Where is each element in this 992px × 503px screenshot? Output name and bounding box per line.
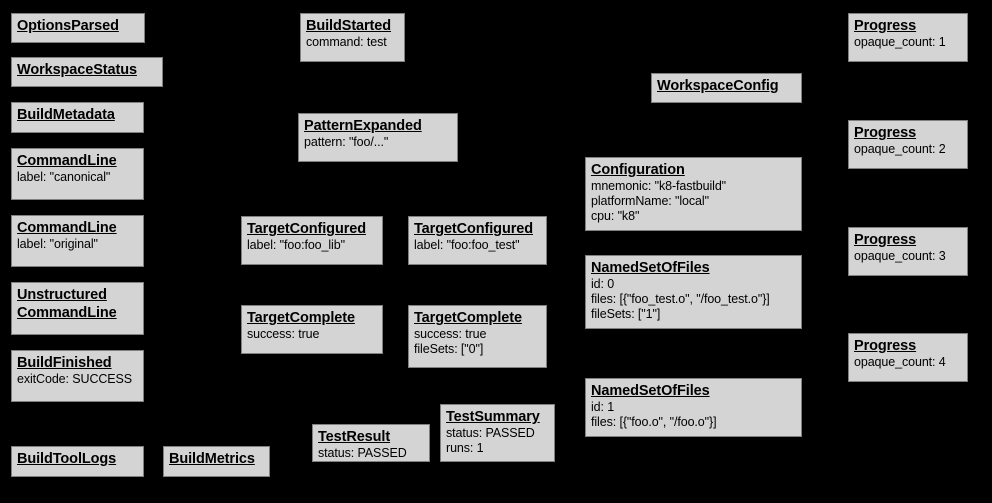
event-node-title: BuildToolLogs xyxy=(17,451,117,467)
event-node-workspace-config[interactable]: WorkspaceConfig xyxy=(651,73,802,103)
event-node-options-parsed[interactable]: OptionsParsed xyxy=(11,13,145,43)
event-node-title: Configuration xyxy=(591,162,685,178)
event-node-build-metadata[interactable]: BuildMetadata xyxy=(11,102,144,133)
event-node-workspace-status[interactable]: WorkspaceStatus xyxy=(11,57,163,87)
event-node-title: NamedSetOfFiles xyxy=(591,260,710,276)
event-node-title: TargetComplete xyxy=(247,310,355,326)
event-node-title: CommandLine xyxy=(17,153,117,169)
event-node-title: TargetConfigured xyxy=(414,221,533,237)
event-node-title: Unstructured CommandLine xyxy=(17,287,117,321)
event-node-title: WorkspaceStatus xyxy=(17,62,137,78)
event-node-title: Progress xyxy=(854,338,917,354)
event-node-title: BuildFinished xyxy=(17,355,112,371)
event-node-title: WorkspaceConfig xyxy=(657,78,779,94)
event-node-fields: success: true xyxy=(247,327,320,341)
event-node-title: Progress xyxy=(854,232,917,248)
event-node-title: TargetConfigured xyxy=(247,221,366,237)
event-node-title: TestResult xyxy=(318,429,391,445)
event-node-fields: opaque_count: 4 xyxy=(854,355,946,369)
event-node-build-metrics[interactable]: BuildMetrics xyxy=(163,446,270,477)
event-node-title: TargetComplete xyxy=(414,310,522,326)
event-node-title: CommandLine xyxy=(17,220,117,236)
event-node-build-tool-logs[interactable]: BuildToolLogs xyxy=(11,446,144,477)
event-node-fields: mnemonic: "k8-fastbuild" platformName: "… xyxy=(591,179,727,223)
event-node-fields: label: "canonical" xyxy=(17,170,111,184)
event-node-fields: exitCode: SUCCESS xyxy=(17,372,133,386)
event-node-fields: label: "foo:foo_test" xyxy=(414,238,520,252)
event-node-title: BuildStarted xyxy=(306,18,392,34)
event-node-title: BuildMetadata xyxy=(17,107,115,123)
event-node-fields: opaque_count: 1 xyxy=(854,35,946,49)
event-node-title: BuildMetrics xyxy=(169,451,255,467)
event-node-title: PatternExpanded xyxy=(304,118,422,134)
event-node-fields: label: "original" xyxy=(17,237,98,251)
event-node-fields: id: 1 files: [{"foo.o", "/foo.o"}] xyxy=(591,400,717,429)
event-node-title: TestSummary xyxy=(446,409,540,425)
event-node-title: Progress xyxy=(854,18,917,34)
event-node-fields: pattern: "foo/..." xyxy=(304,135,389,149)
event-node-unstructured-command-line[interactable]: Unstructured CommandLine xyxy=(11,282,144,335)
event-node-fields: label: "foo:foo_lib" xyxy=(247,238,345,252)
event-node-fields: success: true fileSets: ["0"] xyxy=(414,327,487,356)
event-node-fields: id: 0 files: [{"foo_test.o", "/foo_test.… xyxy=(591,277,770,321)
event-node-fields: opaque_count: 2 xyxy=(854,142,946,156)
event-node-title: OptionsParsed xyxy=(17,18,119,34)
event-node-fields: status: PASSED runs: 1 xyxy=(446,426,535,455)
event-node-title: Progress xyxy=(854,125,917,141)
event-node-title: NamedSetOfFiles xyxy=(591,383,710,399)
event-node-fields: opaque_count: 3 xyxy=(854,249,946,263)
event-node-fields: status: PASSED xyxy=(318,446,407,460)
event-node-fields: command: test xyxy=(306,35,387,49)
